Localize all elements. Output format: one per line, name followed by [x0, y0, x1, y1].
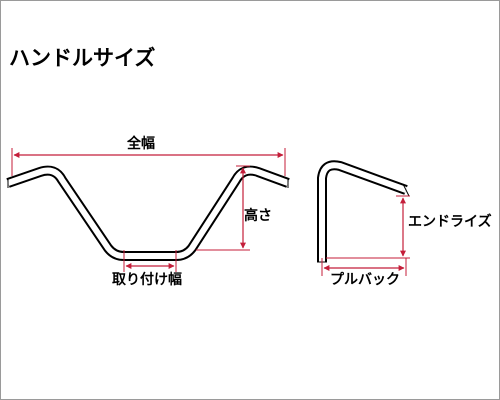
clamp-width-dimension — [123, 250, 177, 272]
full-width-label: 全幅 — [124, 136, 158, 152]
height-dimension — [196, 165, 250, 251]
handlebar-side-view — [317, 160, 410, 263]
clamp-width-label: 取り付け幅 — [112, 272, 182, 288]
diagram-title: ハンドルサイズ — [9, 46, 156, 70]
height-label: 高さ — [244, 208, 272, 224]
pullback-dimension — [321, 258, 407, 276]
pullback-label: プルバック — [330, 272, 400, 288]
end-rise-dimension — [326, 195, 410, 259]
end-rise-label: エンドライズ — [408, 214, 492, 230]
full-width-dimension — [11, 148, 286, 176]
